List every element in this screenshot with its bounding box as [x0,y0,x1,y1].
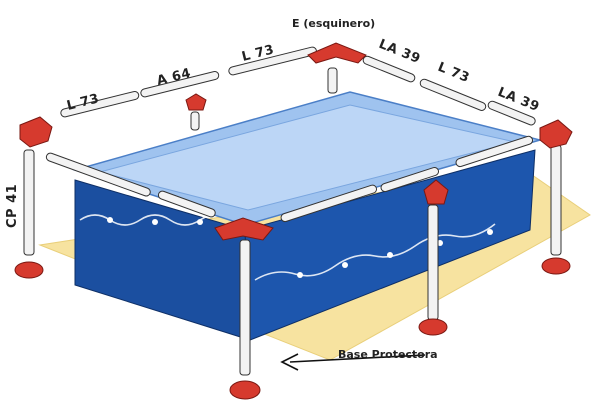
connector-top [307,42,367,64]
foot-left [14,261,44,279]
connector-back-left [185,93,207,111]
leg-middle [427,204,439,321]
pipe-la39-a [362,55,416,83]
pipe-la39-b [487,100,536,126]
wall-rope-knots [107,217,493,278]
base-arrow [280,353,426,371]
connector-right [539,119,573,149]
leg-front [239,239,251,376]
foot-front [229,380,261,400]
leg-front-left [23,149,35,256]
label-l73-right: L 73 [436,60,472,86]
front-rail-pipes [45,135,534,223]
pipe-l73-right [419,78,487,111]
connector-middle [423,179,449,205]
pipe-l73-left [60,90,140,118]
foot-pads [14,257,571,400]
label-base: Base Protectora [338,348,438,361]
leg-pipes [23,67,562,376]
label-cp41: CP 41 [5,184,20,228]
connector-left [19,116,53,148]
pipe-l73-top [228,46,317,76]
connector-front [214,217,274,241]
label-corner: E (esquinero) [292,17,375,30]
leg-back-left [190,111,200,131]
pipe-a64 [140,70,220,98]
foot-middle [418,318,448,336]
leg-right [550,144,562,256]
corner-connectors [19,42,573,241]
foot-right [541,257,571,275]
top-rail-pipes [60,46,536,126]
leg-back-top [327,67,338,94]
